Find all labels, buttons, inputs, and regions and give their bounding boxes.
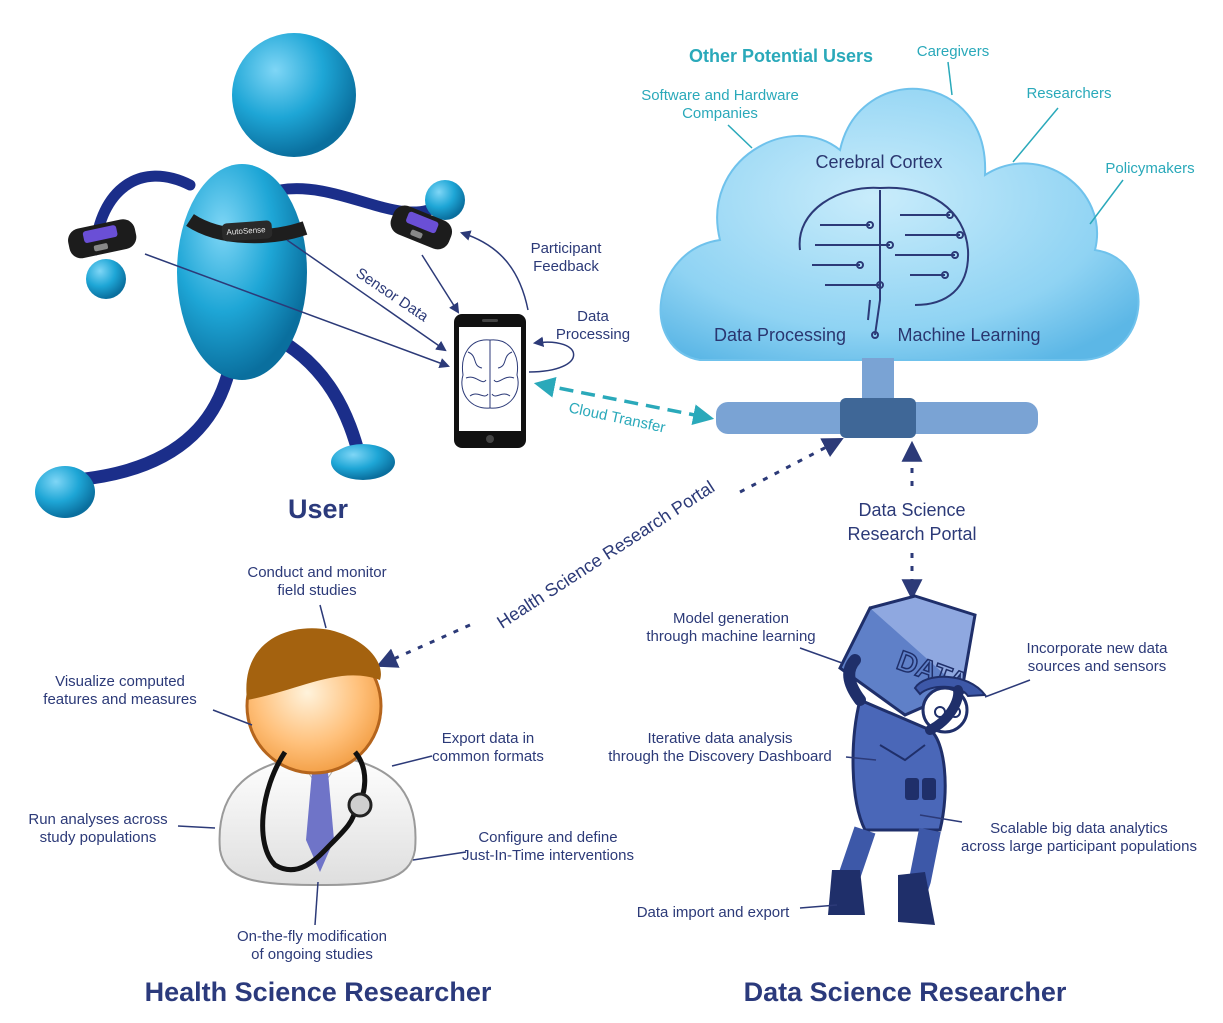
brain-icon (461, 339, 519, 409)
cloud-data-processing-label: Data Processing (713, 325, 847, 345)
other-users-lines (727, 61, 1124, 225)
user-figure (35, 33, 465, 518)
cerebral-cortex-label: Cerebral Cortex (815, 152, 943, 172)
ds-pointer-lines (799, 647, 1031, 909)
scalable-analytics-label: Scalable big data analytics across large… (961, 820, 1197, 855)
sensor-data-arrow-right (421, 254, 460, 314)
participant-feedback-arrow (459, 230, 529, 311)
data-science-researcher-title: Data Science Researcher (743, 977, 1067, 1007)
caregivers-label: Caregivers (916, 43, 990, 60)
data-science-portal-label: Data Science Research Portal (847, 500, 977, 544)
on-the-fly-label: On-the-fly modification of ongoing studi… (236, 928, 388, 963)
sensor-data-arrow-left (144, 253, 450, 369)
participant-feedback-label: Participant Feedback (530, 240, 602, 275)
hs-portal-arrow-top (739, 438, 844, 494)
cloud-transfer-arrow (533, 376, 715, 426)
sensor-data-arrow-chest (286, 239, 447, 352)
data-import-export-label: Data import and export (636, 904, 790, 921)
software-hardware-label: Software and Hardware Companies (641, 87, 799, 122)
researchers-label: Researchers (1026, 85, 1112, 102)
smartphone-icon (454, 314, 526, 448)
conduct-studies-label: Conduct and monitor field studies (247, 564, 387, 599)
configure-interventions-label: Configure and define Just-In-Time interv… (461, 829, 635, 864)
other-potential-users-title: Other Potential Users (688, 46, 874, 66)
visualize-features-label: Visualize computed features and measures (43, 673, 197, 708)
cloud-icon (659, 87, 1140, 361)
circuit-brain-icon (798, 186, 970, 339)
policymakers-label: Policymakers (1105, 160, 1195, 177)
iterative-analysis-label: Iterative data analysis through the Disc… (608, 730, 832, 765)
data-processing-loop-arrow (528, 336, 575, 373)
researcher-carrying-data-figure: DATA (828, 594, 987, 925)
user-title: User (287, 494, 349, 524)
health-science-researcher-title: Health Science Researcher (144, 977, 492, 1007)
data-processing-phone-label: Data Processing (555, 308, 631, 343)
doctor-pointer-lines (177, 604, 467, 926)
doctor-figure (218, 628, 417, 887)
machine-learning-label: Machine Learning (897, 325, 1041, 345)
incorporate-sources-label: Incorporate new data sources and sensors (1026, 640, 1168, 675)
export-data-label: Export data in common formats (432, 730, 544, 765)
server-connector (716, 358, 1038, 438)
hs-portal-arrow-bottom (376, 623, 471, 668)
run-analyses-label: Run analyses across study populations (28, 811, 168, 846)
model-generation-label: Model generation through machine learnin… (646, 610, 816, 645)
